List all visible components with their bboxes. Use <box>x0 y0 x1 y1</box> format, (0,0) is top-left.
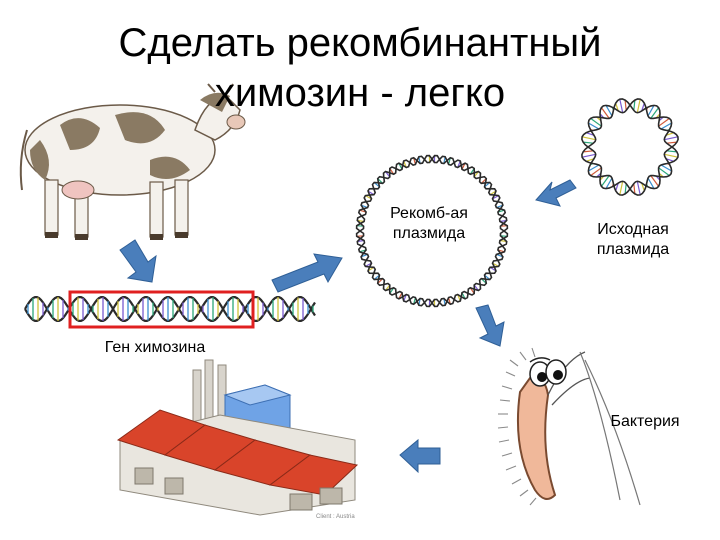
factory-illustration <box>116 359 359 516</box>
slide-title: Сделать рекомбинантный химозин - легко <box>118 21 602 115</box>
bacterium-label: Бактерия <box>610 413 680 430</box>
dna-strand <box>24 296 316 322</box>
arrow-gene-to-plasmid <box>271 253 343 293</box>
original-plasmid-ring <box>581 98 679 196</box>
cow-illustration <box>19 83 246 240</box>
original-plasmid-label: Исходная плазмида <box>596 221 670 258</box>
arrow-original-to-recombinant <box>535 179 577 207</box>
recombinant-plasmid-label: Рекомб-ая плазмида <box>390 205 468 242</box>
chymosin-gene-highlight <box>68 290 255 329</box>
chymosin-gene-label: Ген химозина <box>104 339 206 356</box>
arrow-down-cow-to-gene <box>119 239 157 283</box>
bacterium-illustration <box>497 347 641 506</box>
arrow-bacterium-to-factory <box>399 438 441 474</box>
recombinant-plasmid-ring <box>355 154 509 308</box>
factory-caption: Client : Austria <box>316 514 355 520</box>
arrow-plasmid-to-bacterium <box>475 304 505 347</box>
